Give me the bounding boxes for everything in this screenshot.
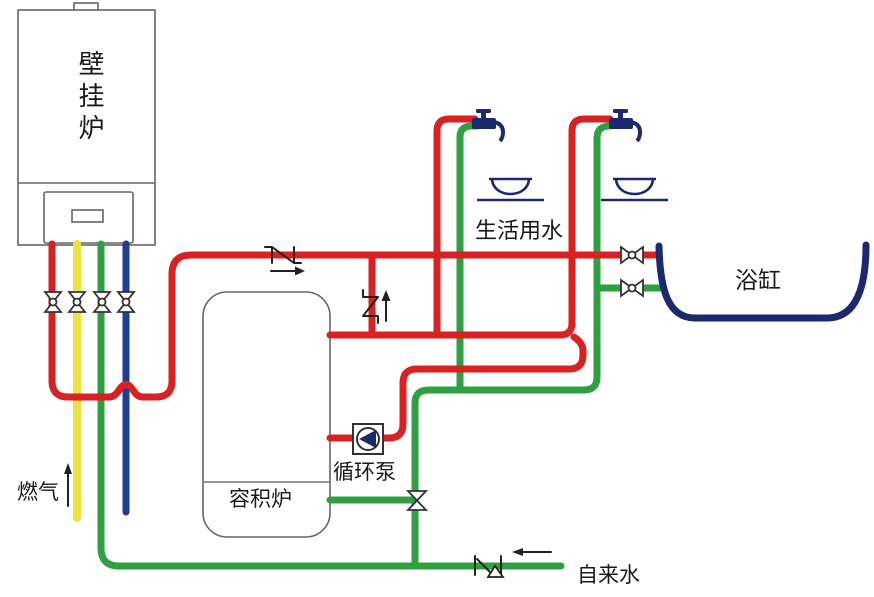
- basin-icon: [477, 177, 544, 202]
- faucet-icon: [472, 109, 506, 143]
- bathtub-hot-valve-icon: [620, 245, 644, 265]
- tank-hot-supply-pipe: [326, 115, 614, 339]
- tap-flow-arrow: [512, 548, 552, 556]
- hot-riser-1-pipe: [433, 115, 479, 339]
- circulation-pump-icon: [352, 423, 384, 455]
- cold-riser-valve-icon: [405, 490, 429, 511]
- gate-valve-icon: [43, 291, 63, 313]
- storage-tank: [202, 291, 331, 538]
- faucet-icon: [609, 109, 643, 143]
- gate-valve-icon: [92, 291, 112, 313]
- check-valve-icon: [264, 246, 305, 276]
- bathtub-outline: [655, 241, 870, 322]
- basin-icon: [601, 177, 668, 202]
- domestic-water-label: 生活用水: [475, 219, 564, 244]
- cold-riser-1-pipe: [456, 122, 481, 394]
- tap-water-valve-icon: [474, 555, 505, 578]
- gate-valve-icon: [67, 291, 87, 313]
- bathtub-label: 浴缸: [735, 268, 781, 294]
- pump-label: 循环泵: [333, 460, 396, 484]
- boiler-isolation-valves: [43, 291, 136, 313]
- cold-main-pipe: [97, 240, 565, 570]
- tank-check-valve-icon: [362, 289, 391, 324]
- bathtub-cold-valve-icon: [620, 278, 644, 298]
- gas-flow-arrow: [64, 463, 72, 507]
- tank-label: 容积炉: [229, 487, 292, 511]
- hot-water-pipes: [48, 115, 660, 442]
- cold-water-pipes: [97, 122, 666, 570]
- tap-water-label: 自来水: [577, 563, 640, 587]
- wall-hung-boiler: [17, 2, 156, 246]
- boiler-label: 壁挂炉: [74, 50, 104, 146]
- gas-label: 燃气: [17, 480, 59, 504]
- boiler-display: [71, 209, 104, 223]
- boiler-hot-main-pipe: [48, 240, 660, 401]
- cold-riser-2-pipe: [411, 122, 614, 570]
- gate-valve-icon: [116, 291, 136, 313]
- tank-body: [202, 291, 331, 538]
- recirculation-return-pipe: [326, 333, 587, 442]
